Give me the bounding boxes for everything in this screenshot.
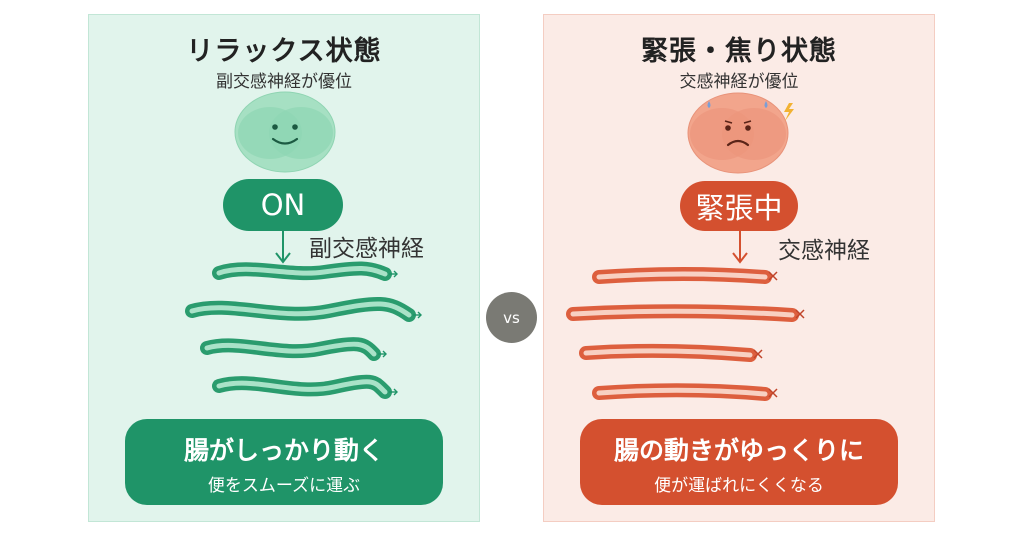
vs-badge: vs: [486, 292, 537, 343]
intestine-icon: [185, 261, 416, 399]
relax-result-main: 腸がしっかり動く: [183, 436, 384, 465]
tense-result-main: 腸の動きがゆっくりに: [613, 436, 864, 465]
tense-subtitle: 交感神経が優位: [679, 72, 799, 92]
tense-result-box: 腸の動きがゆっくりに 便が運ばれにくくなる: [580, 419, 898, 505]
stop-mark-icon: [753, 271, 805, 398]
relax-nerve-label: 副交感神経: [309, 236, 424, 262]
relax-illustration: [185, 91, 422, 399]
tense-result-sub: 便が運ばれにくくなる: [654, 476, 824, 496]
relax-panel: リラックス状態 副交感神経が優位: [88, 14, 480, 522]
tense-title: 緊張・焦り状態: [641, 36, 837, 67]
relax-title: リラックス状態: [186, 36, 382, 67]
intestine-icon: [566, 267, 799, 401]
status-badge-tense: 緊張中: [680, 181, 798, 231]
tense-nerve-label: 交感神経: [778, 238, 870, 264]
tense-panel: 緊張・焦り状態 交感神経が優位: [543, 14, 935, 522]
relax-result-box: 腸がしっかり動く 便をスムーズに運ぶ: [125, 419, 443, 505]
smiling-brain-icon: [234, 91, 336, 173]
status-badge-on: ON: [223, 179, 343, 231]
relax-result-sub: 便をスムーズに運ぶ: [207, 476, 361, 496]
tense-illustration: [566, 92, 805, 401]
relax-subtitle: 副交感神経が優位: [216, 72, 352, 92]
worried-brain-icon: [687, 92, 794, 174]
